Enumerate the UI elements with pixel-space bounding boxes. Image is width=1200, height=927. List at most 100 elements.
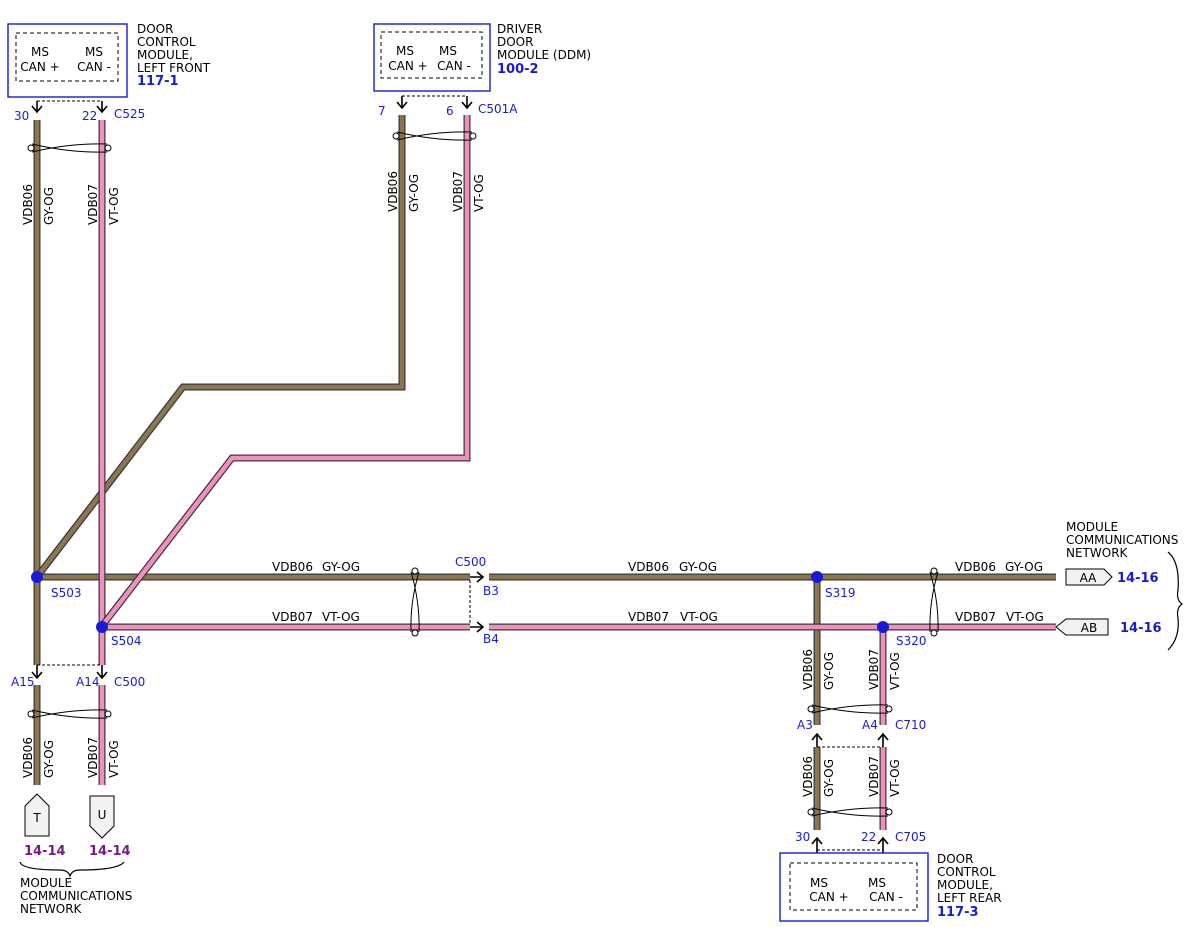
pin-labels: 30 22 C525 7 6 C501A C500 B3 B4 A15 A14 … — [11, 102, 926, 844]
vlabel-lr-lower-vdb07: VDB07 — [867, 756, 881, 797]
vlabel-lr-lower-vdb06: VDB06 — [801, 756, 815, 797]
module-lf-pin1-l1: MS — [31, 45, 49, 59]
flag-ab-icon — [1055, 618, 1109, 636]
arrow-c500-a15 — [31, 665, 43, 680]
flag-t-ref: 14-14 — [24, 844, 66, 859]
vlabel-lr-lower-gyog: GY-OG — [822, 759, 836, 797]
pin-b4: B4 — [483, 632, 499, 646]
module-lr-inner — [789, 862, 918, 911]
pin-ddm-6: 6 — [446, 104, 454, 118]
vlabel-lf-top-vdb07: VDB07 — [86, 184, 100, 225]
flag-aa-icon — [1065, 568, 1113, 586]
twist-lf-lower — [27, 709, 112, 719]
splice-s320: S320 — [896, 634, 927, 648]
network-bottom: T U 14-14 14-14 MODULE COMMUNICATIONS NE… — [19, 793, 132, 916]
module-ddm-inner — [380, 31, 483, 79]
network-title-2: COMMUNICATIONS — [1066, 533, 1178, 547]
pin-ddm-7: 7 — [378, 104, 386, 118]
vlabel-lf-top-vdb06: VDB06 — [21, 184, 35, 225]
wire-label-trunk-left-vtog: VT-OG — [322, 610, 360, 624]
arrow-c525-22 — [96, 101, 108, 114]
network-bottom-brace-icon — [19, 861, 125, 878]
pin-b3: B3 — [483, 584, 499, 598]
wire-ddm-vdb06 — [35, 115, 405, 579]
module-lf-title-2: CONTROL — [137, 35, 196, 49]
splice-s504-dot — [96, 621, 108, 633]
vlabel-lf-top-vtog: VT-OG — [107, 187, 121, 225]
connector-groups — [37, 95, 883, 851]
wires-gy-og — [33, 115, 1056, 830]
module-lf-ref: 117-1 — [137, 74, 179, 89]
module-lf-outer — [7, 23, 128, 98]
twist-lr-upper — [807, 704, 893, 714]
vlabel-lf-lower-vtog: VT-OG — [107, 740, 121, 778]
module-lf-pin2-l1: MS — [85, 45, 103, 59]
wire-label-trunk-right-gyog: GY-OG — [1005, 560, 1043, 574]
flag-t-label: T — [32, 811, 41, 825]
wires-vt-og — [98, 115, 1056, 830]
horizontal-wire-labels: VDB06 GY-OG VDB07 VT-OG VDB06 GY-OG VDB0… — [272, 560, 1044, 624]
vlabel-lr-upper-gyog: GY-OG — [822, 652, 836, 690]
vlabel-lf-lower-vdb07: VDB07 — [86, 737, 100, 778]
vlabel-ddm-vdb06: VDB06 — [386, 171, 400, 212]
module-ddm-pin2-l2: CAN - — [437, 59, 471, 73]
pin-a15: A15 — [11, 675, 34, 689]
arrow-c710-a4 — [877, 732, 889, 747]
pin-lr-30: 30 — [795, 830, 810, 844]
splice-s504: S504 — [111, 634, 142, 648]
module-lf-title-3: MODULE, — [137, 48, 193, 62]
vlabel-lr-upper-vtog: VT-OG — [888, 652, 902, 690]
splice-s320-dot — [877, 621, 889, 633]
wire-label-trunk-mid-vtog: VT-OG — [680, 610, 718, 624]
connector-c705: C705 — [895, 830, 926, 844]
wire-label-trunk-left-gyog: GY-OG — [322, 560, 360, 574]
module-lr-ref: 117-3 — [937, 905, 979, 920]
module-lf-inner — [15, 32, 119, 82]
module-lr-pin2-l2: CAN - — [869, 890, 903, 904]
arrow-c710-a3 — [811, 732, 823, 747]
arrow-c501a-6 — [461, 96, 473, 110]
wire-label-trunk-mid-vdb07: VDB07 — [628, 610, 669, 624]
vlabel-lf-lower-vdb06: VDB06 — [21, 737, 35, 778]
wire-label-trunk-right-vtog: VT-OG — [1006, 610, 1044, 624]
arrow-c501a-7 — [396, 96, 408, 110]
module-lr-title-1: DOOR — [937, 852, 973, 866]
flag-t-icon — [24, 793, 50, 837]
wire-ddm-vdb07 — [100, 115, 470, 628]
module-ddm-title-2: DOOR — [497, 35, 533, 49]
connector-c501a: C501A — [478, 102, 518, 116]
connector-c500-top: C500 — [455, 555, 486, 569]
wire-label-trunk-left-vdb06: VDB06 — [272, 560, 313, 574]
flag-u-ref: 14-14 — [89, 844, 131, 859]
flag-u-icon — [89, 795, 115, 839]
flag-ab-label: AB — [1081, 621, 1097, 635]
network-bottom-title-3: NETWORK — [20, 902, 83, 916]
module-lf-pin1-l2: CAN + — [20, 60, 59, 74]
splice-labels: S503 S504 S319 S320 — [51, 586, 927, 648]
network-bottom-title-1: MODULE — [20, 876, 72, 890]
wire-label-trunk-left-vdb07: VDB07 — [272, 610, 313, 624]
network-title-3: NETWORK — [1066, 546, 1129, 560]
twist-lf-top — [27, 143, 112, 153]
pin-a4: A4 — [862, 718, 878, 732]
flag-aa-ref: 14-16 — [1117, 571, 1159, 586]
twist-ddm-top — [392, 131, 477, 141]
module-lf-title-4: LEFT FRONT — [137, 61, 211, 75]
pin-lr-22: 22 — [861, 830, 876, 844]
network-title-1: MODULE — [1066, 520, 1118, 534]
wire-label-trunk-right-vdb07: VDB07 — [955, 610, 996, 624]
vlabel-ddm-vdb07: VDB07 — [451, 171, 465, 212]
twist-trunk-right — [929, 567, 939, 637]
splice-s319-dot — [811, 571, 823, 583]
module-left-rear: MS CAN + MS CAN - DOOR CONTROL MODULE, L… — [779, 852, 1002, 922]
vlabel-ddm-gyog: GY-OG — [407, 174, 421, 212]
splice-s319: S319 — [825, 586, 856, 600]
vlabel-lr-upper-vdb06: VDB06 — [801, 649, 815, 690]
module-lr-title-2: CONTROL — [937, 865, 996, 879]
module-ddm-pin1-l1: MS — [396, 44, 414, 58]
module-lr-outer — [779, 852, 929, 922]
vlabel-lf-top-gyog: GY-OG — [42, 187, 56, 225]
twist-lr-lower — [807, 807, 893, 817]
pin-a3: A3 — [797, 718, 813, 732]
